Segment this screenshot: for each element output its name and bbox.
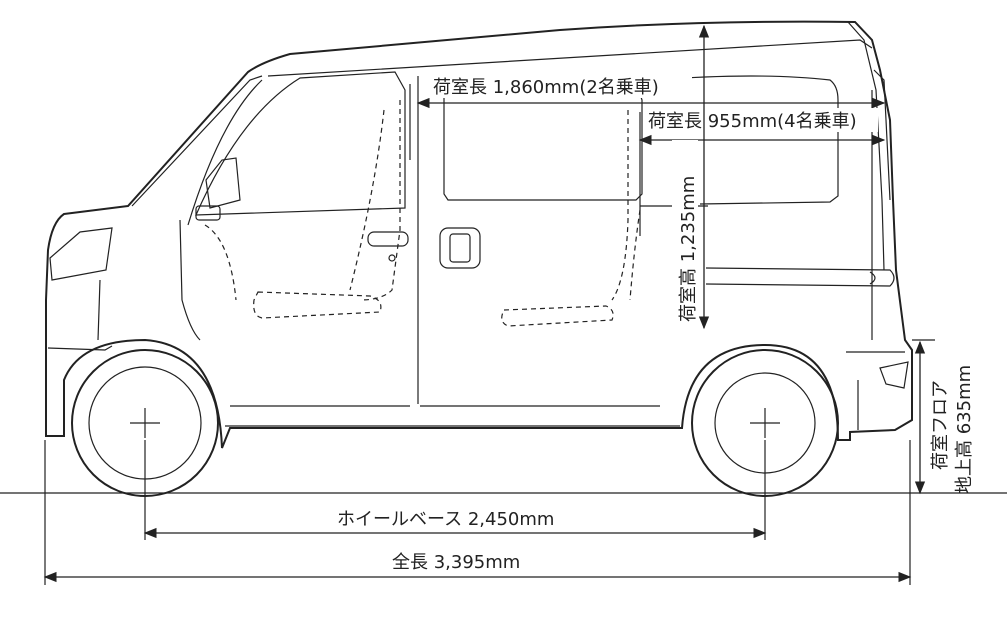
cargo-length-4seat-label: 荷室長 955mm(4名乗車): [648, 111, 857, 132]
dimension-overall-length: 全長 3,395mm: [43, 549, 912, 583]
cargo-height-label: 荷室高 1,235mm: [678, 176, 699, 322]
van-body-outline: [45, 20, 913, 449]
front-door: [179, 71, 419, 404]
wheelbase-label: ホイールベース 2,450mm: [337, 509, 554, 530]
seats-hidden-lines: [204, 100, 641, 327]
floor-height-label-line2: 地上高 635mm: [954, 365, 975, 494]
cargo-length-2seat-label: 荷室長 1,860mm(2名乗車): [433, 77, 659, 98]
dimension-wheelbase: ホイールベース 2,450mm: [143, 506, 767, 539]
overall-length-label: 全長 3,395mm: [392, 552, 520, 573]
floor-height-label-line1: 荷室フロア: [930, 380, 951, 470]
dimension-floor-height: 荷室フロア 地上高 635mm: [914, 340, 975, 495]
sliding-door: [439, 75, 895, 287]
dimension-cargo-height: 荷室高 1,235mm: [672, 24, 710, 330]
dimension-cargo-length-2seat: 荷室長 1,860mm(2名乗車): [416, 74, 886, 109]
